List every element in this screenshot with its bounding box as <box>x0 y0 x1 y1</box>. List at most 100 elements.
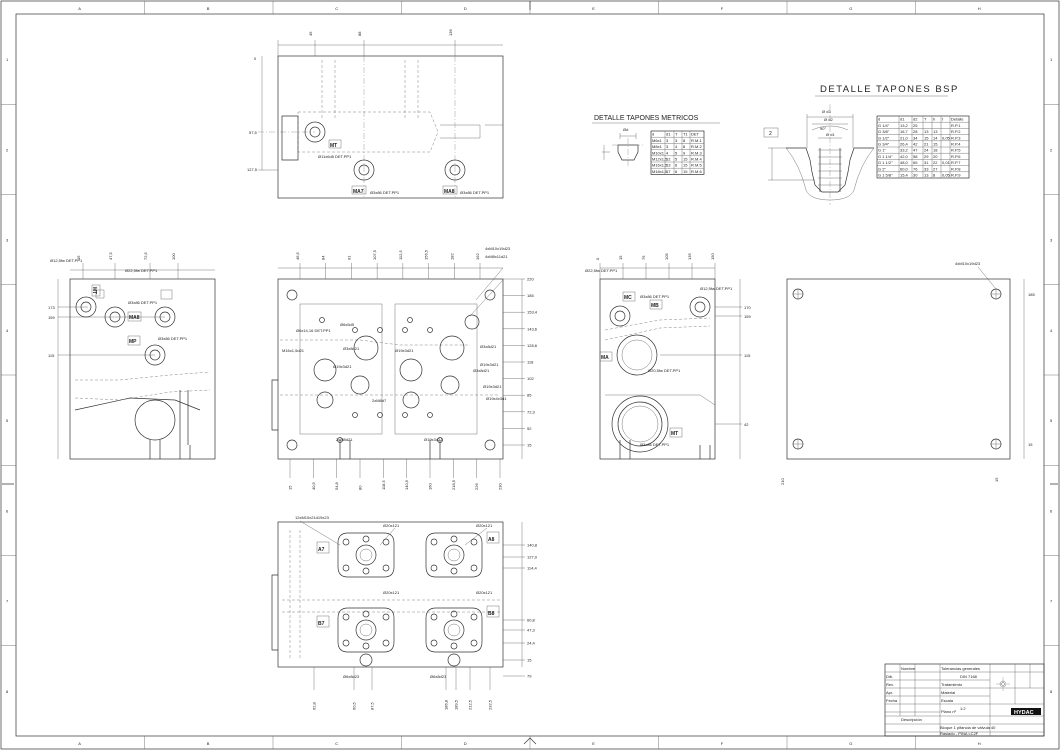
dim-label: Ø d2 <box>824 117 833 122</box>
bsp-detail-title: DETALLE TAPONES BSP <box>820 84 959 95</box>
dim: 72,5 <box>143 251 148 260</box>
zone-col-mark: A <box>78 741 81 746</box>
note: Ø12,5fw DET.PP1 <box>700 286 733 291</box>
table-cell: R.M.6 <box>691 169 702 174</box>
title-block-field: Fecha <box>886 698 898 703</box>
table-cell: 9 <box>683 150 686 155</box>
zone-col-mark: H <box>978 741 981 746</box>
note: Ø3x8d21 <box>480 344 497 349</box>
dim: 128,6 <box>527 343 538 348</box>
dim: 114,4 <box>527 566 537 571</box>
note: Ø6x14,16 DET.PP1 <box>296 328 331 333</box>
table-cell: G 3/4" <box>878 142 890 147</box>
port-label: B7 <box>318 621 325 627</box>
table-cell: 29 <box>924 154 929 159</box>
port-label-mt: MT <box>330 143 337 149</box>
dim: 159 <box>744 314 751 319</box>
port-label: MB <box>651 303 659 309</box>
metric-detail-title: DETALLE TAPONES METRICOS <box>594 115 699 122</box>
note: Ø20x121 <box>383 590 400 595</box>
port-label: B8 <box>488 611 495 617</box>
dim: 84 <box>321 255 326 260</box>
note: Ø3x86 DET.PP1 <box>640 294 670 299</box>
table-cell: 21 <box>924 142 929 147</box>
note: Ø6x5d5 <box>340 322 355 327</box>
dim: 47,3 <box>527 628 536 633</box>
port-label: MP <box>129 339 137 345</box>
zone-row-mark: 7 <box>6 599 9 604</box>
table-cell: 17 <box>666 169 671 174</box>
table-cell: M10x1 <box>652 150 665 155</box>
dim: 15 <box>527 658 532 663</box>
dim: 192 <box>475 253 480 260</box>
table-cell: 15 <box>683 163 688 168</box>
zone-row-mark: 6 <box>1050 508 1053 513</box>
table-cell: 4 <box>675 144 678 149</box>
dim: 182 <box>449 253 454 260</box>
dim: 170 <box>744 305 751 310</box>
table-cell: M12x1,5 <box>652 157 668 162</box>
dim: 150 <box>710 253 715 260</box>
note: 2xM8d7 <box>372 398 387 403</box>
zone-row-mark: 5 <box>1050 418 1053 423</box>
port-label-ma7: MA7 <box>353 189 364 195</box>
note: Ø12,5fw DET.PP1 <box>50 258 83 263</box>
title-block-field: Plano nº <box>941 709 957 714</box>
port-label: MA <box>601 355 609 361</box>
dim: 185 <box>1028 292 1035 297</box>
title-block-field: Apr. <box>886 690 893 695</box>
table-cell: R.P.5 <box>951 148 961 153</box>
dim: 118,5 <box>381 480 386 490</box>
table-cell: R.P.1 <box>951 123 961 128</box>
dim: 220 <box>527 277 534 282</box>
zone-row-mark: 1 <box>1050 57 1053 62</box>
note: M16x1,5d21 <box>282 348 305 353</box>
table-header: T <box>675 132 678 137</box>
table-cell: 8 <box>933 173 936 178</box>
table-cell: G 1/4" <box>878 123 890 128</box>
table-cell: 13 <box>933 129 938 134</box>
table-cell: 0,05 <box>942 135 951 140</box>
table-cell: R.M.3 <box>691 150 702 155</box>
table-cell: M18x1,5 <box>652 169 668 174</box>
table-cell: 15 <box>924 135 929 140</box>
table-cell: 13 <box>924 129 929 134</box>
title-block-field: Tolerancias generales <box>941 666 980 671</box>
title-block: HYDAC Descripción Bloque 1 plfancia de v… <box>884 663 1045 737</box>
title-block-field: Rev. <box>886 682 894 687</box>
port-label: A8 <box>488 537 495 543</box>
top-dim-1: 45 <box>308 31 313 36</box>
table-cell: 33,2 <box>900 148 909 153</box>
table-header: d2 <box>913 117 918 122</box>
description-line-1: Bloque 1 plfancia de válvula 40 <box>940 725 996 730</box>
zone-col-mark: F <box>721 741 724 746</box>
dim: 91 <box>346 255 351 260</box>
note: Ø3x86 DET.PP1 <box>640 442 670 447</box>
title-block-field: DIN 7168 <box>960 674 978 679</box>
dim: 210 <box>780 478 785 485</box>
zone-col-mark: F <box>721 6 724 11</box>
table-header: h <box>933 117 935 122</box>
note: Ø3x86 DET.PP1 <box>128 300 158 305</box>
zone-row-mark: 2 <box>1050 147 1053 152</box>
table-header: Detalle <box>951 117 964 122</box>
port-label: MA8 <box>129 315 140 321</box>
dim: 60,5 <box>352 701 357 710</box>
table-cell: 3 <box>666 144 669 149</box>
dim: 115 <box>744 353 751 358</box>
table-header: T <box>924 117 927 122</box>
table-cell: 15,4 <box>900 173 909 178</box>
table-cell: 27 <box>933 166 938 171</box>
table-cell: 5 <box>675 150 678 155</box>
dim: 230 <box>498 483 503 490</box>
hydac-logo: HYDAC <box>1014 710 1034 716</box>
dim: 127,0 <box>527 555 538 560</box>
